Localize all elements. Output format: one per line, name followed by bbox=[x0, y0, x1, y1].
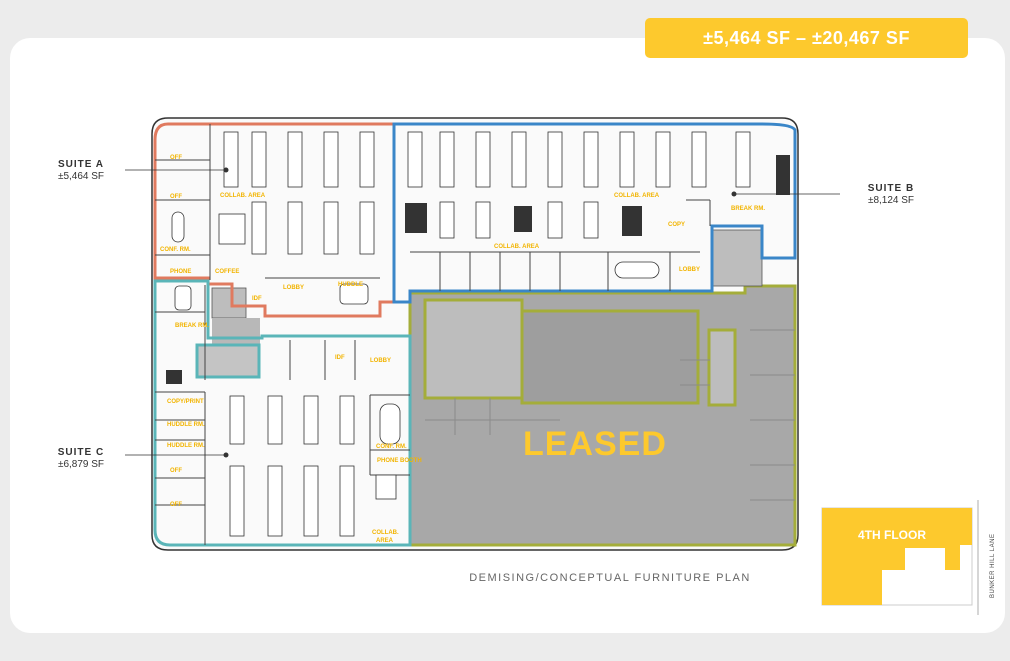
room-label: PHONE bbox=[170, 269, 191, 275]
room-label: CONF. RM. bbox=[376, 444, 407, 450]
room-label: LOBBY bbox=[370, 358, 391, 364]
key-plan-notch bbox=[905, 548, 945, 570]
suite-a-outline bbox=[153, 122, 396, 318]
leased-label: LEASED bbox=[523, 425, 667, 463]
interior-walls bbox=[155, 124, 711, 545]
dark-furniture bbox=[166, 155, 790, 384]
room-label: OFF bbox=[170, 155, 182, 161]
room-label: COPY/PRINT bbox=[167, 399, 204, 405]
room-label: HUDDLE bbox=[338, 282, 363, 288]
suite-b-outline bbox=[392, 122, 797, 304]
room-label: LOBBY bbox=[283, 285, 304, 291]
room-label: IDF bbox=[252, 296, 262, 302]
workstations bbox=[223, 131, 751, 537]
room-label: OFF bbox=[170, 502, 182, 508]
room-label: AREA bbox=[376, 538, 394, 544]
suite-b-leader-dot bbox=[731, 191, 737, 197]
leased-core bbox=[423, 298, 524, 400]
room-label: HUDDLE RM. bbox=[167, 443, 205, 449]
room-label: COLLAB. AREA bbox=[220, 193, 266, 199]
suite-c-leader-dot bbox=[223, 452, 229, 458]
room-label: OFF bbox=[170, 194, 182, 200]
suite-a-area: ±5,464 SF bbox=[57, 171, 105, 182]
room-label: COLLAB. bbox=[372, 530, 399, 536]
room-label: CONF. RM. bbox=[160, 247, 191, 253]
room-label: BREAK RM. bbox=[731, 206, 765, 212]
leased-offices bbox=[425, 329, 795, 501]
room-label: COFFEE bbox=[215, 269, 239, 275]
plan-caption: DEMISING/CONCEPTUAL FURNITURE PLAN bbox=[469, 572, 751, 584]
leased-stair bbox=[707, 328, 737, 407]
conference-tables bbox=[171, 211, 660, 500]
suite-a-leader-dot bbox=[223, 167, 229, 173]
room-label: IDF bbox=[335, 355, 345, 361]
core-stair-c bbox=[195, 343, 261, 379]
suite-b-name: SUITE B bbox=[867, 183, 915, 194]
suite-a-label: SUITE A ±5,464 SF bbox=[45, 159, 117, 183]
suite-c-name: SUITE C bbox=[57, 447, 105, 458]
leased-tenant-block bbox=[520, 309, 700, 405]
room-label: OFF bbox=[170, 468, 182, 474]
core-stair-a bbox=[211, 287, 247, 319]
key-plan-suite bbox=[822, 508, 972, 605]
key-street-label: BUNKER HILL LANE bbox=[990, 534, 996, 598]
suite-c-outline bbox=[153, 279, 412, 547]
room-label: PHONE BOOTH bbox=[377, 458, 422, 464]
key-plan: 4TH FLOOR BUNKER HILL LANE bbox=[821, 500, 996, 615]
key-floor-label: 4TH FLOOR bbox=[858, 528, 926, 542]
room-labels: OFF OFF CONF. RM. PHONE COLLAB. AREA COF… bbox=[160, 155, 765, 544]
size-range-banner: ±5,464 SF – ±20,467 SF bbox=[645, 18, 968, 58]
room-label: COLLAB. AREA bbox=[494, 244, 540, 250]
suite-b-label: SUITE B ±8,124 SF bbox=[852, 183, 930, 207]
room-label: COLLAB. AREA bbox=[614, 193, 660, 199]
room-label: COPY bbox=[668, 222, 685, 228]
suite-c-label: SUITE C ±6,879 SF bbox=[45, 447, 117, 471]
suite-a-name: SUITE A bbox=[57, 159, 105, 170]
room-label: LOBBY bbox=[679, 267, 700, 273]
suite-b-area: ±8,124 SF bbox=[867, 195, 915, 206]
room-label: BREAK RM. bbox=[175, 323, 209, 329]
suite-c-area: ±6,879 SF bbox=[57, 459, 105, 470]
room-label: HUDDLE RM. bbox=[167, 422, 205, 428]
core-stair-b bbox=[711, 229, 763, 287]
